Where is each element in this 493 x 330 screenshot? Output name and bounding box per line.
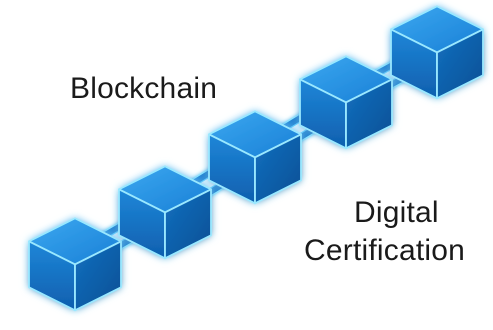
- digital-label: Digital: [354, 196, 439, 229]
- chain-block-2: [118, 165, 212, 260]
- chain-block-1: [28, 217, 122, 312]
- certification-label: Certification: [304, 234, 465, 267]
- chain-block-3: [208, 110, 302, 205]
- blockchain-label: Blockchain: [70, 72, 218, 105]
- chain-block-5: [390, 5, 484, 100]
- chain-cubes: [28, 5, 484, 312]
- chain-block-4: [299, 55, 393, 150]
